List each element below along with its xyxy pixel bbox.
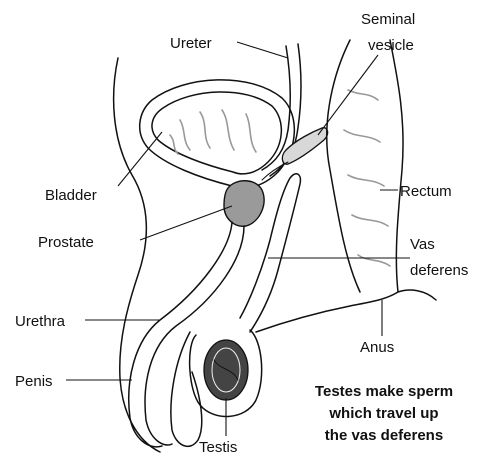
seminal-vesicle-label-line1: Seminal [361,11,415,28]
vas-deferens-label-line2: deferens [410,262,468,279]
penis-outer [171,332,202,446]
prostate-gland [224,181,264,227]
urethra-outer [129,222,232,447]
caption-line-1: Testes make sperm [315,383,453,400]
anus-label: Anus [360,339,394,356]
penis-label: Penis [15,373,53,390]
urethra-label: Urethra [15,313,66,330]
vas-deferens-label-line1: Vas [410,236,435,253]
urethra-inner [145,226,244,445]
prostate-leader [140,206,232,240]
caption-line-2: which travel up [328,405,438,422]
testis-label: Testis [199,439,237,456]
seminal-vesicle-shape [282,128,327,165]
perineum-contour [256,290,436,332]
rectum-folds [344,90,390,266]
prostate-label: Prostate [38,234,94,251]
bladder-label: Bladder [45,187,97,204]
caption-line-3: the vas deferens [325,427,443,444]
ureter-label: Ureter [170,35,212,52]
ureter-leader [237,42,288,58]
seminal-vesicle-label-line2: vesicle [368,37,414,54]
testis-shape [204,340,248,400]
bladder-folds [170,110,256,154]
rectum-outer [327,40,360,292]
rectum-inner [390,40,403,292]
bladder-inner [152,92,281,174]
body-contour [114,58,160,452]
rectum-label: Rectum [400,183,452,200]
